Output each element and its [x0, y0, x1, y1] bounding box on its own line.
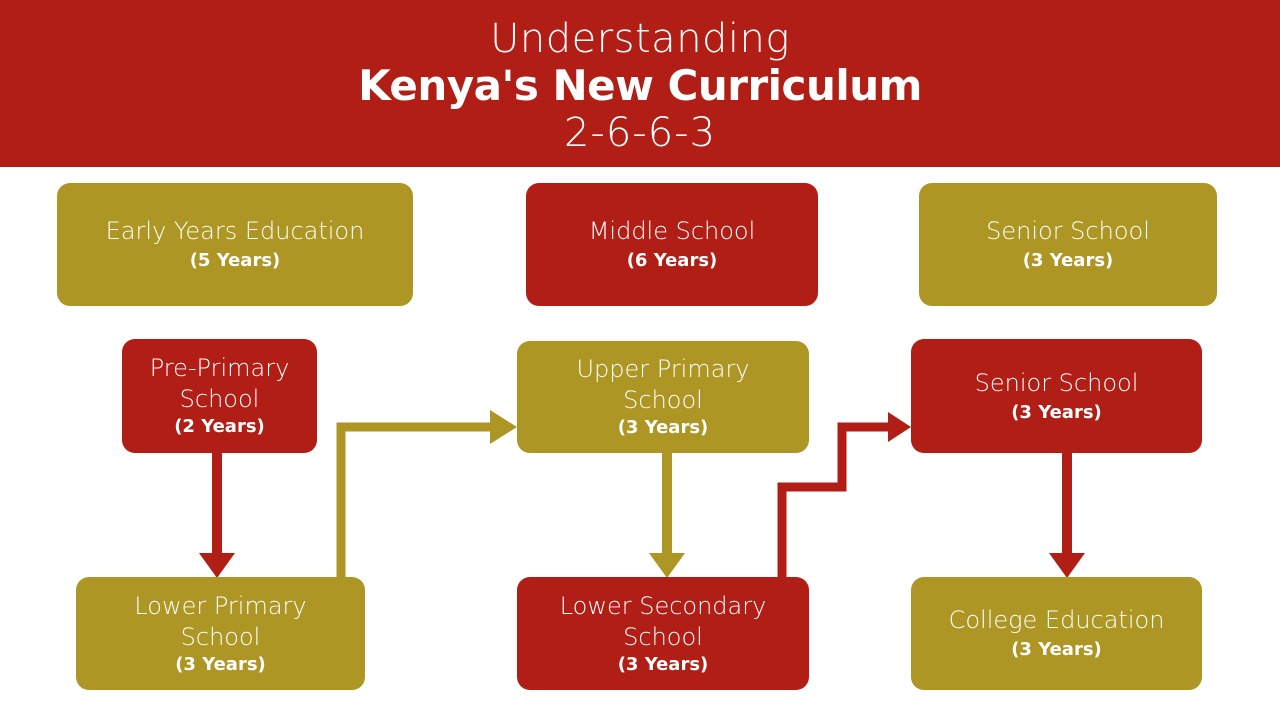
title-line-main: Kenya's New Curriculum: [358, 61, 922, 110]
stage-duration: (2 Years): [174, 416, 265, 437]
stage-duration: (3 Years): [617, 653, 709, 675]
level-duration: (5 Years): [189, 250, 281, 271]
level-middle-school: Middle School (6 Years): [526, 183, 818, 306]
arrow-preprimary-to-lowerprimary: [199, 452, 235, 578]
stage-lower-secondary: Lower Secondary School (3 Years): [517, 577, 809, 690]
stage-name-line1: Lower Primary: [134, 591, 307, 620]
arrow-senior-to-college: [1049, 452, 1085, 578]
stage-pre-primary: Pre-Primary School (2 Years): [122, 339, 317, 453]
level-name: Senior School: [986, 217, 1150, 245]
level-early-years: Early Years Education (5 Years): [57, 183, 413, 306]
stage-name-line2: School: [180, 622, 261, 651]
stage-name-line1: Upper Primary: [576, 355, 750, 383]
stage-name-line2: School: [623, 386, 703, 414]
stage-name-line1: Lower Secondary: [559, 591, 767, 620]
stage-name-line1: Pre-Primary: [149, 354, 290, 382]
title-line-system: 2-6-6-3: [563, 110, 717, 156]
arrow-lowersecondary-to-senior: [777, 412, 911, 580]
level-duration: (3 Years): [1022, 250, 1114, 271]
stage-duration: (3 Years): [175, 653, 266, 675]
stage-upper-primary: Upper Primary School (3 Years): [517, 341, 809, 453]
stage-senior-school: Senior School (3 Years): [911, 339, 1202, 453]
stage-lower-primary: Lower Primary School (3 Years): [76, 577, 365, 690]
arrow-upperprimary-to-lowersecondary: [649, 452, 685, 578]
stage-duration: (3 Years): [1011, 639, 1102, 660]
title-line-understanding: Understanding: [490, 16, 790, 62]
level-senior-school: Senior School (3 Years): [919, 183, 1217, 306]
stage-name-line1: College Education: [948, 606, 1165, 634]
stage-name-line1: Senior School: [974, 368, 1139, 397]
stage-name-line2: School: [623, 622, 703, 651]
stage-college-education: College Education (3 Years): [911, 577, 1202, 690]
level-name: Middle School: [588, 217, 756, 245]
level-duration: (6 Years): [626, 250, 718, 271]
stage-duration: (3 Years): [1011, 401, 1102, 423]
stage-duration: (3 Years): [617, 417, 709, 438]
stage-name-line2: School: [179, 385, 260, 413]
arrow-lowerprimary-to-upperprimary: [336, 410, 517, 580]
title-banner: Understanding Kenya's New Curriculum 2-6…: [0, 0, 1280, 167]
level-name: Early Years Education: [105, 217, 365, 245]
